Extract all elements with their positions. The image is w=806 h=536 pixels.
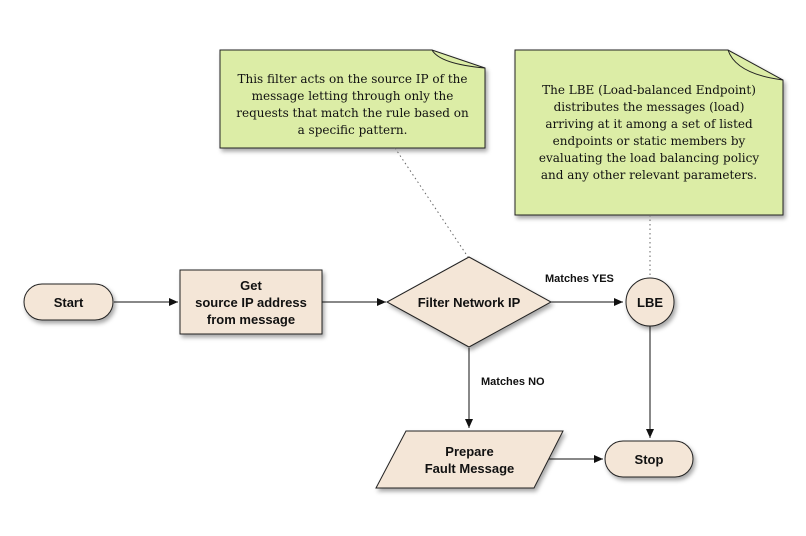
get-ip-node-shape bbox=[179, 269, 323, 335]
stop-node-shape bbox=[604, 440, 694, 478]
fault-node-shape bbox=[375, 430, 564, 489]
lbe-node-shape bbox=[625, 277, 675, 327]
fault-node: Prepare Fault Message bbox=[424, 443, 515, 476]
filter-note-fold bbox=[431, 49, 486, 69]
matches-no-label: Matches NO bbox=[481, 376, 545, 388]
lbe-node: LBE bbox=[637, 294, 663, 310]
filter-decision-shape bbox=[385, 256, 553, 348]
lbe-note-shape bbox=[514, 49, 784, 216]
get-ip-node: Get source IP address from message bbox=[195, 277, 307, 327]
filter-note-text: This filter acts on the source IP of the… bbox=[236, 72, 469, 137]
filter-note-shape bbox=[219, 49, 486, 149]
filter-note-connector bbox=[394, 147, 469, 258]
start-node: Start bbox=[53, 294, 84, 310]
matches-yes-label: Matches YES bbox=[545, 273, 614, 285]
lbe-note-fold bbox=[727, 49, 784, 81]
stop-node: Stop bbox=[634, 451, 664, 467]
filter-decision-node: Filter Network IP bbox=[417, 294, 521, 310]
lbe-note-text: The LBE (Load-balanced Endpoint) distrib… bbox=[538, 83, 760, 182]
start-node-shape bbox=[23, 283, 114, 321]
